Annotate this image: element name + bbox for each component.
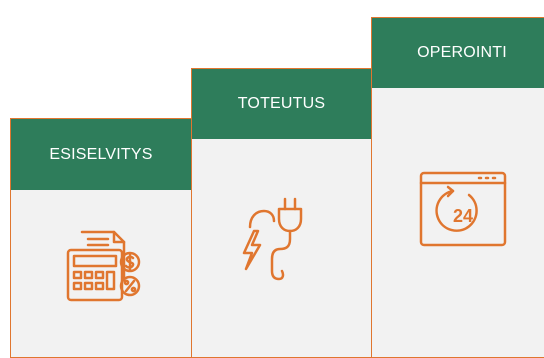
- step-toteutus: TOTEUTUS: [191, 68, 372, 358]
- label-24: 24: [453, 206, 473, 226]
- step-esiselvitys: ESISELVITYS: [10, 118, 192, 358]
- step-header: ESISELVITYS: [11, 119, 191, 190]
- power-plug-icon: [230, 195, 320, 285]
- service-24h-icon: 24: [419, 171, 507, 247]
- step-header: OPEROINTI: [372, 18, 544, 88]
- step-operointi: OPEROINTI 24: [371, 17, 544, 358]
- calculator-icon: [64, 228, 146, 304]
- step-header: TOTEUTUS: [192, 69, 371, 139]
